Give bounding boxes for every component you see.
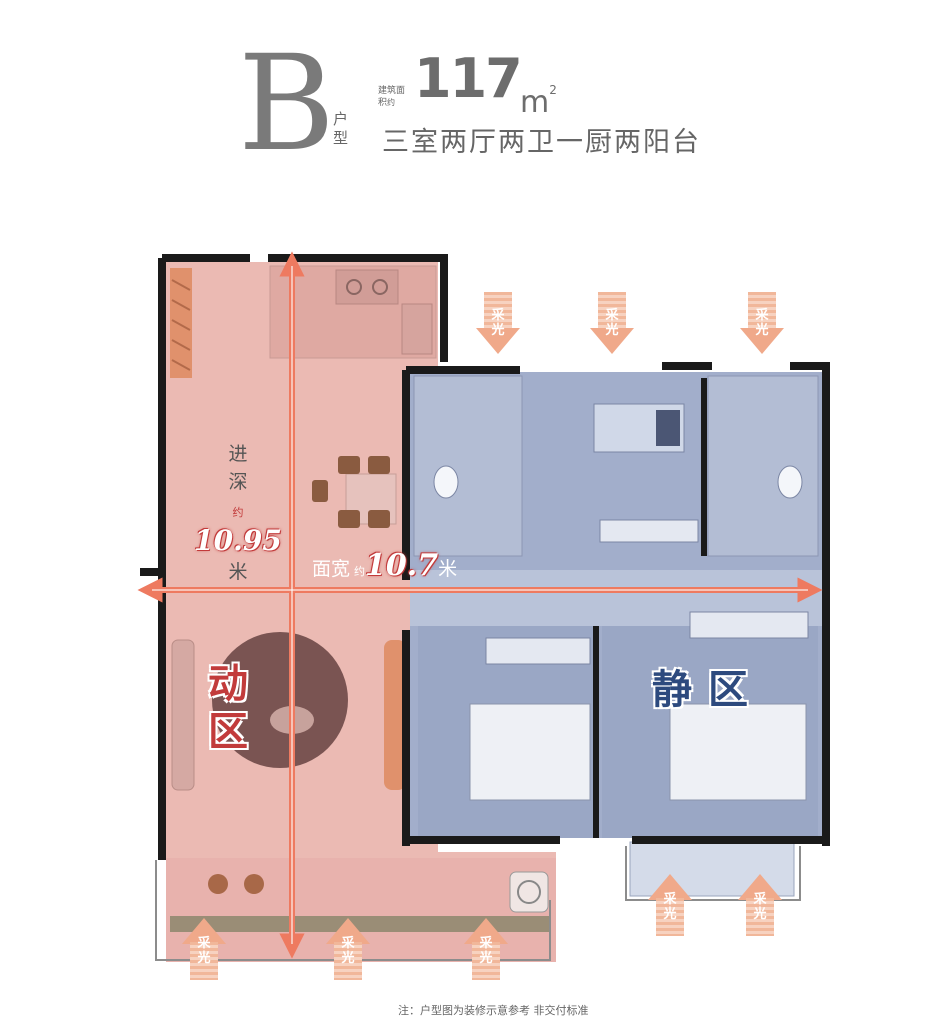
unit-type-label: 户型	[333, 110, 349, 147]
daylight-text-2: 光	[479, 951, 493, 966]
daylight-text-1: 采	[755, 308, 769, 323]
footnote: 注：户型图为装修示意参考 非交付标准	[398, 1004, 589, 1017]
daylight-arrow: 采光	[464, 918, 508, 980]
width-approx: 约	[354, 565, 366, 578]
daylight-text-2: 光	[663, 907, 677, 922]
daylight-text-1: 采	[605, 308, 619, 323]
daylight-arrow: 采光	[590, 292, 634, 354]
area-unit-base: m	[520, 85, 550, 120]
depth-label: 进 深 约 10.95 米	[190, 440, 286, 586]
daylight-text-2: 光	[491, 323, 505, 338]
width-value: 10.7	[365, 548, 439, 583]
depth-label-line-1: 进	[228, 443, 248, 465]
area-unit-power: 2	[549, 83, 557, 97]
area-about: 约	[387, 98, 396, 107]
daylight-text-2: 光	[197, 951, 211, 966]
daylight-arrow: 采光	[326, 918, 370, 980]
depth-value-line: 约 10.95	[190, 496, 286, 558]
area-label: 建筑面积约	[378, 86, 412, 109]
area-value: 117	[414, 47, 523, 110]
daylight-text-1: 采	[491, 308, 505, 323]
layout-description: 三室两厅两卫一厨两阳台	[382, 127, 701, 158]
daylight-arrow: 采光	[738, 874, 782, 936]
daylight-text-2: 光	[753, 907, 767, 922]
width-label: 面宽约10.7米	[312, 548, 457, 583]
unit-type-letter: B	[238, 27, 336, 181]
daylight-text-1: 采	[341, 936, 355, 951]
depth-label-line-2: 深	[228, 471, 248, 493]
daylight-text-1: 采	[197, 936, 211, 951]
quiet-zone-area	[410, 372, 822, 897]
walls	[140, 254, 830, 860]
width-unit: 米	[438, 558, 458, 580]
daylight-arrow: 采光	[476, 292, 520, 354]
depth-approx: 约	[232, 506, 244, 519]
daylight-text-2: 光	[605, 323, 619, 338]
depth-value: 10.95	[194, 524, 282, 557]
daylight-text-2: 光	[755, 323, 769, 338]
daylight-text-2: 光	[341, 951, 355, 966]
daylight-arrow: 采光	[182, 918, 226, 980]
daylight-arrow: 采光	[740, 292, 784, 354]
daylight-text-1: 采	[479, 936, 493, 951]
quiet-zone-label: 静区	[652, 666, 764, 713]
depth-unit: 米	[228, 561, 248, 583]
active-zone-label: 动区	[208, 660, 248, 755]
width-label-text: 面宽	[312, 558, 351, 580]
daylight-text-1: 采	[753, 892, 767, 907]
daylight-arrow: 采光	[648, 874, 692, 936]
area-label-text: 建筑面积	[378, 86, 406, 108]
daylight-text-1: 采	[663, 892, 677, 907]
area-unit: m2	[520, 70, 557, 123]
